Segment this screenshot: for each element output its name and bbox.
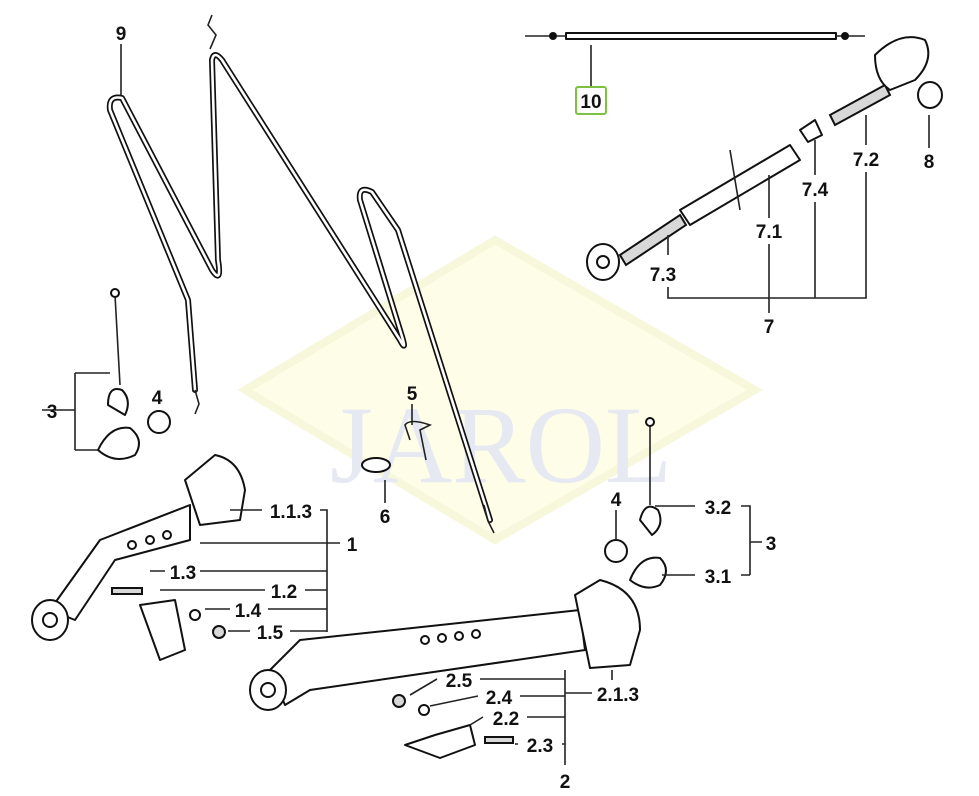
label-2-4[interactable]: 2.4 [486, 688, 513, 709]
label-1-2[interactable]: 1.2 [271, 582, 297, 603]
label-3-1[interactable]: 3.1 [705, 567, 732, 588]
label-1[interactable]: 1 [347, 535, 358, 556]
label-2-1-3[interactable]: 2.1.3 [597, 685, 639, 706]
watermark: JAROL [237, 235, 764, 545]
label-5[interactable]: 5 [407, 384, 418, 405]
part-7-top-link [586, 36, 930, 281]
label-2[interactable]: 2 [560, 772, 571, 793]
part-4-right-ball [604, 539, 628, 563]
label-4-right[interactable]: 4 [611, 490, 622, 511]
part-3-right-pin [629, 417, 667, 589]
label-7-4[interactable]: 7.4 [802, 180, 829, 201]
label-1-3[interactable]: 1.3 [170, 563, 196, 584]
part-9-wire [106, 14, 495, 534]
label-2-2[interactable]: 2.2 [493, 709, 519, 730]
part-8-ball [917, 81, 943, 109]
watermark-text: JAROL [330, 384, 672, 506]
label-7-2[interactable]: 7.2 [853, 150, 879, 171]
callout-labels: 9 10 7.2 8 7.4 7.1 7.3 7 3 4 5 6 1.1.3 1… [47, 24, 935, 793]
label-8[interactable]: 8 [924, 152, 935, 173]
part-10-rod [525, 32, 865, 40]
part-3-left-pin [97, 288, 140, 460]
part-5-clip [404, 420, 433, 461]
label-7[interactable]: 7 [764, 317, 775, 338]
label-1-1-3[interactable]: 1.1.3 [270, 502, 312, 523]
label-3-left[interactable]: 3 [47, 402, 58, 423]
leader-lines [42, 44, 930, 765]
label-7-3[interactable]: 7.3 [650, 265, 676, 286]
label-10[interactable]: 10 [580, 92, 601, 113]
label-2-3[interactable]: 2.3 [527, 736, 553, 757]
part-6-clamp [361, 457, 391, 473]
label-1-4[interactable]: 1.4 [235, 601, 262, 622]
label-4-left[interactable]: 4 [152, 388, 163, 409]
label-1-5[interactable]: 1.5 [257, 623, 284, 644]
label-3-2[interactable]: 3.2 [705, 498, 731, 519]
part-4-left-ball [147, 410, 171, 434]
highlight-box-10 [575, 86, 607, 115]
label-2-5[interactable]: 2.5 [446, 671, 473, 692]
part-1-lower-link [31, 454, 246, 661]
label-3-right[interactable]: 3 [766, 534, 777, 555]
label-9[interactable]: 9 [116, 24, 127, 45]
label-7-1[interactable]: 7.1 [756, 222, 783, 243]
part-2-lower-link [249, 579, 641, 759]
label-6[interactable]: 6 [380, 507, 391, 528]
